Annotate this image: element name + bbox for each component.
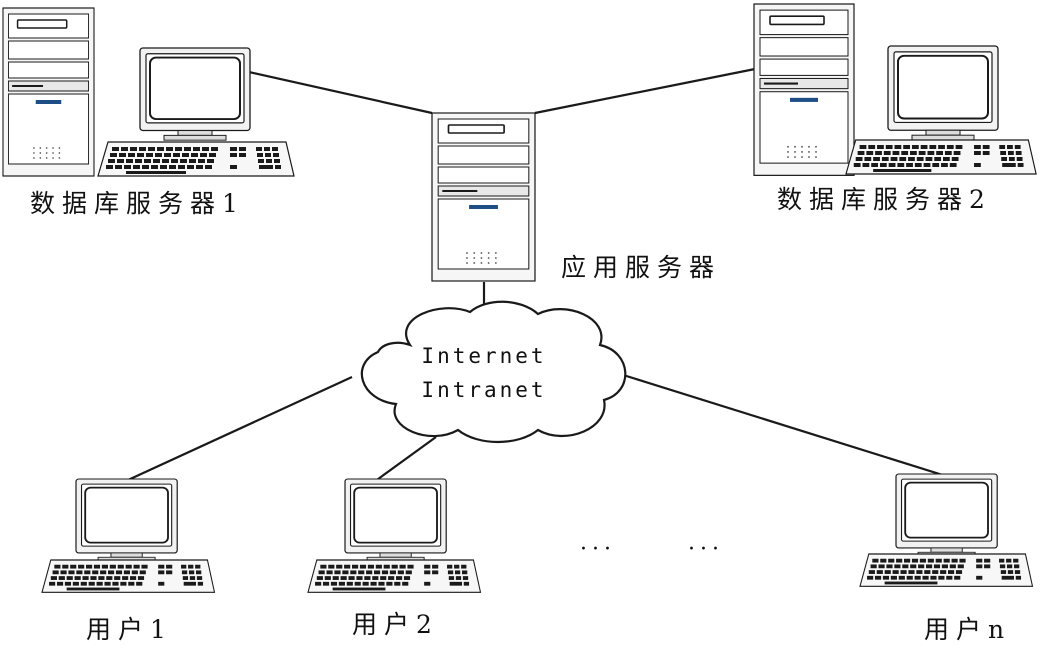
server-tower-icon [430, 111, 537, 283]
db-server-1-label: 数据库服务器1 [30, 189, 245, 218]
server-tower-icon [2, 7, 95, 177]
user-2-workstation [308, 478, 480, 592]
user-n-workstation [860, 473, 1032, 586]
keyboard-icon [846, 140, 1036, 174]
link-cloud-user1 [127, 376, 353, 481]
server-tower-icon [752, 2, 856, 177]
app-server-label: 应用服务器 [561, 253, 721, 282]
link-cloud-usern [619, 372, 966, 484]
crt-monitor-icon [139, 47, 251, 142]
keyboard-icon [42, 560, 214, 592]
user-2-label: 用户2 [352, 610, 439, 639]
db-server-1 [2, 7, 294, 177]
user-1-label: 用户1 [86, 615, 173, 644]
keyboard-icon [98, 142, 294, 176]
ellipsis-1: ··· [580, 537, 616, 562]
link-cloud-user2 [373, 436, 437, 483]
user-1-workstation [42, 478, 214, 592]
cloud-icon [360, 300, 627, 444]
link-db1-app [239, 68, 433, 115]
connection-lines [127, 67, 966, 484]
keyboard-icon [860, 554, 1032, 586]
crt-monitor-icon [887, 45, 999, 142]
network-cloud: Internet Intranet [360, 300, 627, 444]
crt-monitor-icon [344, 478, 448, 563]
keyboard-icon [308, 560, 480, 592]
crt-monitor-icon [75, 478, 179, 563]
crt-monitor-icon [895, 473, 999, 558]
user-n-label: 用户n [924, 615, 1011, 644]
db-server-2 [752, 2, 1036, 177]
app-server [430, 111, 537, 283]
cloud-label-internet: Internet [421, 344, 546, 368]
ellipsis-2: ··· [688, 537, 724, 562]
cloud-label-intranet: Intranet [421, 378, 546, 402]
link-db2-app [534, 67, 756, 115]
db-server-2-label: 数据库服务器2 [777, 185, 992, 214]
